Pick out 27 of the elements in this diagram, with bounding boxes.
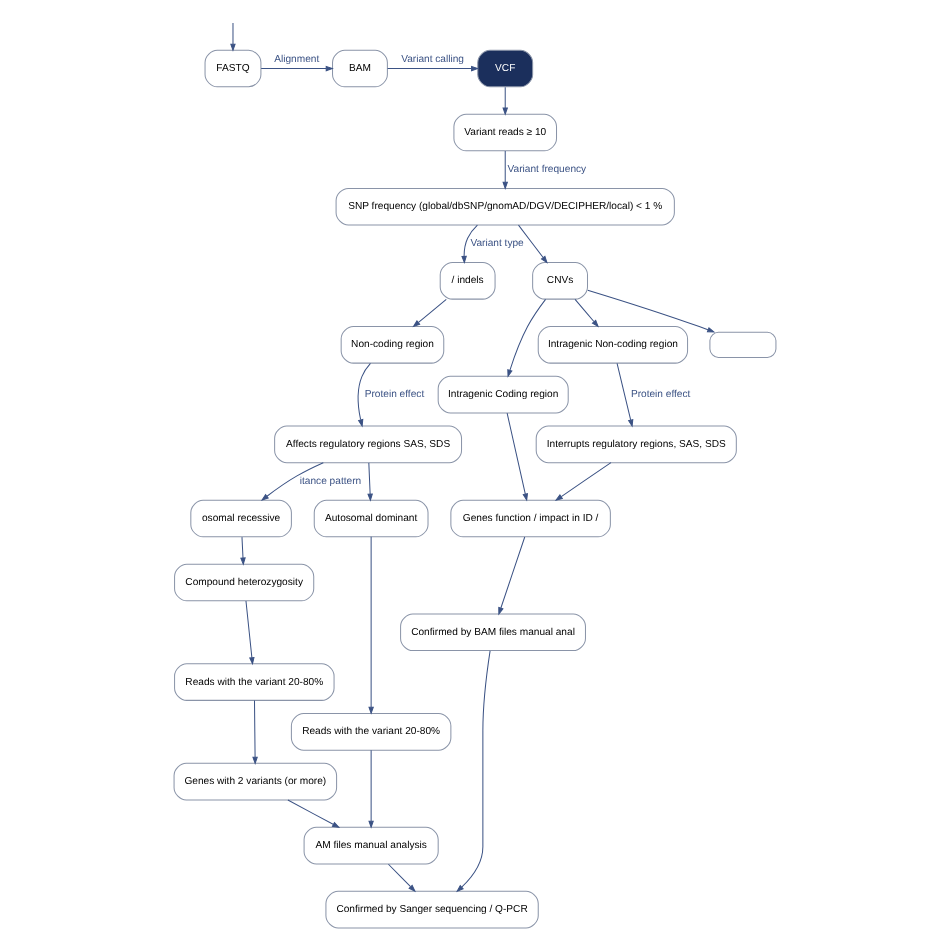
arrow [517, 223, 547, 263]
arrow [497, 535, 525, 615]
arrow [386, 862, 416, 892]
arrow [455, 649, 490, 892]
arrow [367, 535, 373, 714]
arrow [506, 297, 546, 377]
arrow [460, 223, 477, 263]
arrow [505, 411, 528, 501]
arrow [501, 149, 508, 189]
arrow [259, 64, 333, 71]
arrow [251, 699, 257, 764]
arrow [553, 461, 611, 500]
arrow [573, 297, 599, 327]
arrow [356, 361, 370, 427]
arrow [411, 297, 446, 327]
arrow [366, 461, 372, 501]
arrow [229, 21, 235, 51]
arrow [239, 535, 245, 565]
arrow [244, 599, 254, 665]
arrow [259, 461, 323, 500]
node-box [708, 330, 776, 358]
arrow [615, 361, 633, 427]
arrow [501, 85, 508, 115]
arrow [367, 748, 373, 828]
arrow [286, 798, 340, 828]
arrow [586, 288, 715, 332]
arrow [386, 64, 479, 71]
